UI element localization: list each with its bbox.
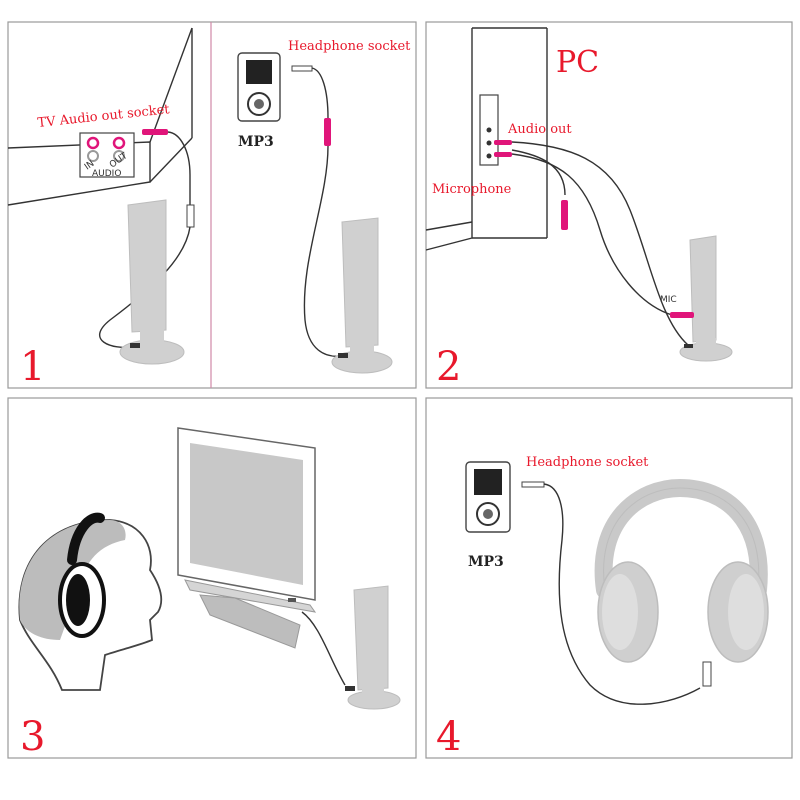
panel-2-frame	[425, 21, 793, 389]
mp3-player-1	[237, 52, 281, 122]
pc-mic-plug	[494, 152, 512, 157]
panel-3-number: 3	[20, 714, 45, 760]
panel-4: 4 MP3 Headphone socket	[425, 397, 793, 760]
panel-1-number: 1	[20, 344, 45, 390]
pc-audio-plug	[494, 140, 512, 145]
transmitter-1-plug	[130, 343, 140, 348]
mic-label: MIC	[660, 295, 677, 305]
panel-2: 2 PC Audio out Microphone	[425, 21, 793, 390]
panel-4-number: 4	[436, 714, 461, 760]
cable-splitter	[186, 204, 195, 228]
panel-3: 3	[7, 397, 417, 760]
panel-2-number: 2	[436, 344, 461, 390]
person-with-headphones	[18, 512, 163, 691]
audio-in-jack-left	[86, 136, 100, 150]
mp3-plug-2	[521, 481, 545, 488]
mp3-player-2	[465, 461, 511, 533]
pc-label: PC	[556, 45, 599, 80]
panel-1: IN OUT AUDIO TV Audio out socket MP3 Hea…	[7, 21, 417, 390]
headphone-jack-plug	[702, 661, 712, 687]
pc-tower	[425, 27, 548, 251]
mp3-plug-1	[291, 65, 313, 72]
audio-out-jack-left	[112, 136, 126, 150]
transmitter-2-plug	[338, 353, 348, 358]
audio-out-label: Audio out	[507, 122, 572, 137]
mic-cable-plug	[561, 200, 568, 230]
tv-monitor	[177, 427, 317, 649]
transmitter-3	[345, 585, 401, 710]
panel-3-frame	[7, 397, 417, 759]
audio-out-jack-right	[113, 150, 125, 162]
transmitter-1	[119, 199, 185, 365]
transmitter-mic	[670, 235, 733, 362]
headband-icon	[67, 512, 105, 565]
tv-back: IN OUT AUDIO	[7, 27, 193, 206]
mp3-cable-plug-1	[324, 118, 331, 146]
mic-socket-plug	[670, 312, 694, 318]
audio-in-jack-right	[87, 150, 99, 162]
transmitter-2	[331, 217, 393, 374]
wireless-headphones	[594, 478, 769, 687]
jack-audio-label: AUDIO	[92, 169, 121, 179]
headphone-socket-label-1: Headphone socket	[288, 39, 411, 54]
mp3-label-2: MP3	[468, 554, 504, 570]
panel-4-frame	[425, 397, 793, 759]
tv-plug	[142, 129, 168, 135]
mp3-label-1: MP3	[238, 134, 274, 150]
tv-audio-out-label: TV Audio out socket	[37, 102, 171, 131]
headphone-socket-label-2: Headphone socket	[526, 455, 649, 470]
microphone-label: Microphone	[432, 182, 512, 197]
